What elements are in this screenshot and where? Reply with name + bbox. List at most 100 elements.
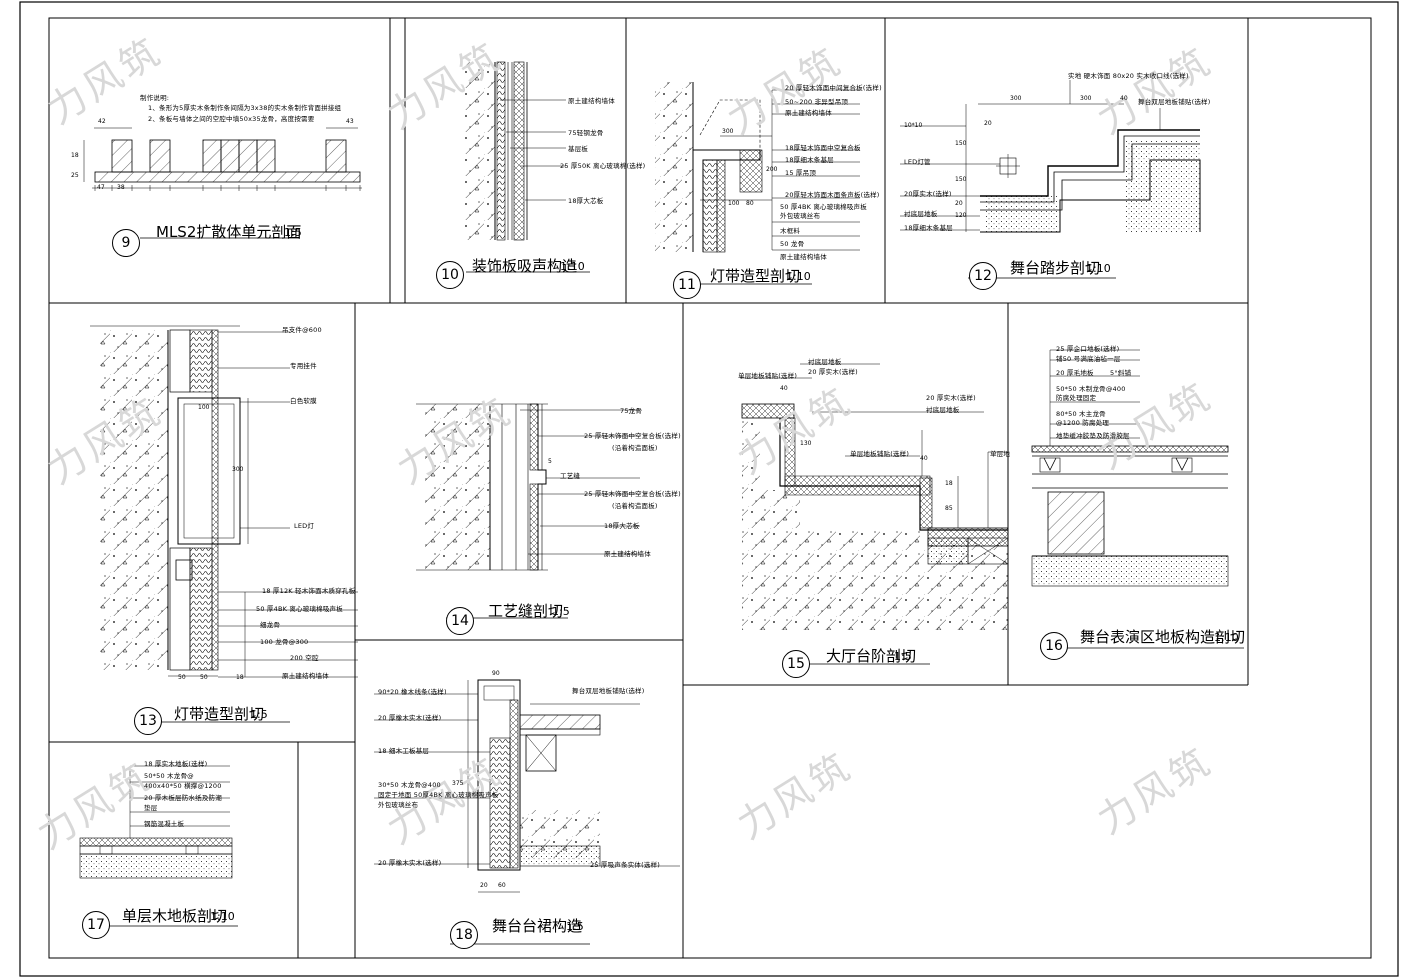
- note-line: 单层地板铺贴(选样): [850, 450, 910, 458]
- note-line: 20 厚木板层防水纸及防潮: [144, 794, 222, 802]
- detail-number: 15: [782, 650, 810, 678]
- detail-title: 舞台台裙构造: [492, 917, 583, 935]
- dimension-label: 5: [548, 458, 552, 465]
- note-line: 工艺缝: [560, 472, 581, 480]
- dimension-label: 150: [955, 140, 967, 147]
- note-line: 50*50 木制龙骨@400: [1056, 385, 1126, 393]
- note-line: 20厚实木(选样): [904, 190, 952, 198]
- note-line: 25 厚轻木饰面中空复合板(选样): [584, 432, 681, 440]
- note-line: 18 厚实木地板(选样): [144, 760, 208, 768]
- dimension-label: 300: [232, 466, 244, 473]
- dimension-label: 100: [198, 404, 210, 411]
- note-line: 钢筋混凝土板: [144, 820, 185, 828]
- detail-16-drawing: [1031, 349, 1244, 649]
- detail-scale: 1:10: [560, 260, 585, 273]
- dimension-label: 130: [800, 440, 812, 447]
- note-line: 衬底层地板: [808, 358, 842, 366]
- detail-title: MLS2扩散体单元剖面: [156, 223, 302, 241]
- detail-scale: 1:10: [1214, 631, 1239, 644]
- detail-title: 大厅台阶剖切: [826, 647, 917, 665]
- dimension-label: 40: [780, 385, 788, 392]
- note-line: 25 厚轻木饰面中空复合板(选样): [584, 490, 681, 498]
- dimension-label: 40: [1120, 95, 1128, 102]
- dimension-label: 18: [71, 152, 79, 159]
- note-line: 50 厚4BK 离心玻璃棉吸声板: [780, 203, 867, 211]
- detail-number: 14: [446, 607, 474, 635]
- detail-9-drawing: [83, 127, 362, 239]
- detail-10-drawing: [465, 61, 590, 273]
- note-line: 白色软膜: [290, 397, 317, 405]
- detail-scale: 1:10: [786, 270, 811, 283]
- detail-scale: 1:10: [1086, 262, 1111, 275]
- note-line: LED灯: [294, 522, 315, 530]
- dimension-label: 375: [452, 780, 464, 787]
- detail-number: 10: [436, 261, 464, 289]
- panel-grid: [49, 18, 1249, 958]
- dimension-label: 40: [920, 455, 928, 462]
- note-line: 5°斜铺: [1110, 369, 1132, 377]
- note-line: 20厚轻木饰面木面条声板(选样): [785, 191, 880, 199]
- note-line: 基层板: [568, 145, 589, 153]
- note-line: 100 龙骨@300: [260, 638, 309, 646]
- note-line: (沿着构造面板): [612, 444, 658, 452]
- note-line: 单层地: [990, 450, 1011, 458]
- note-line: 木框料: [780, 227, 801, 235]
- dimension-label: 25: [71, 172, 79, 179]
- dimension-label: 50: [178, 674, 186, 681]
- dimension-label: 20: [480, 882, 488, 889]
- dimension-label: 38: [117, 184, 125, 191]
- dimension-label: 150: [955, 176, 967, 183]
- detail-title: 舞台踏步剖切: [1010, 259, 1101, 277]
- detail-title: 灯带造型剖切: [174, 705, 265, 723]
- note-line: 15 厚吊顶: [785, 169, 817, 177]
- note-line: 垫层: [144, 804, 158, 812]
- note-line: 18厚细木条基层: [904, 224, 953, 232]
- note-line: 50 龙骨: [780, 240, 805, 248]
- dimension-label: 18: [236, 674, 244, 681]
- detail-scale: 1:5: [566, 920, 584, 933]
- note-line: 2、条板与墙体之间的空腔中填50x35龙骨，高度按需要: [148, 115, 315, 123]
- note-line: 单层地板铺贴(选样): [738, 372, 798, 380]
- dimension-label: 42: [98, 118, 106, 125]
- detail-title: 装饰板吸声构造: [472, 257, 578, 275]
- note-line: 外包玻璃丝布: [378, 801, 419, 809]
- dimension-label: 300: [1080, 95, 1092, 102]
- detail-11-drawing: [655, 82, 860, 285]
- note-line: 30*50 木龙骨@400: [378, 781, 441, 789]
- note-line: 吊支件@600: [282, 326, 322, 334]
- note-line: 地垫缓冲胶垫及防滑胶层: [1056, 432, 1130, 440]
- note-line: 20 厚橡木实木(选样): [378, 859, 442, 867]
- note-line: 铺50 号满底油毡一层: [1056, 355, 1121, 363]
- detail-number: 18: [450, 921, 478, 949]
- note-line: 90*20 橡木线条(选样): [378, 688, 447, 696]
- note-line: 20 厚轻木饰面中间复合板(选样): [785, 84, 882, 92]
- note-line: 20 厚橡木实木(选样): [378, 714, 442, 722]
- note-line: 原土建结构墙体: [568, 97, 615, 105]
- detail-scale: 1:5: [894, 650, 912, 663]
- note-line: 固定于地面 50厚4BK 离心玻璃棉吸声板: [378, 791, 499, 799]
- detail-number: 12: [969, 262, 997, 290]
- note-line: 专用挂件: [290, 362, 317, 370]
- detail-number: 13: [134, 707, 162, 735]
- dimension-label: 47: [97, 184, 105, 191]
- dimension-label: 120: [955, 212, 967, 219]
- dimension-label: 20: [984, 120, 992, 127]
- note-line: 外包玻璃丝布: [780, 212, 821, 220]
- dimension-label: 60: [498, 882, 506, 889]
- detail-scale: 1:5: [284, 226, 302, 239]
- note-line: 原土建结构墙体: [785, 109, 832, 117]
- note-line: 衬底层地板: [926, 406, 960, 414]
- note-line: @1200 防腐处理: [1056, 419, 1110, 427]
- detail-title: 灯带造型剖切: [710, 267, 801, 285]
- note-line: 原土建结构墙体: [780, 253, 827, 261]
- note-line: 原土建结构墙体: [604, 550, 651, 558]
- detail-12-drawing: [900, 80, 1201, 279]
- detail-scale: 1:5: [552, 605, 570, 618]
- note-line: 舞台双层地板铺贴(选样): [1138, 98, 1211, 106]
- note-line: 25 厚企口地板(选样): [1056, 345, 1120, 353]
- note-line: 50*50 木龙骨@: [144, 772, 194, 780]
- note-line: 200 空腔: [290, 654, 319, 662]
- note-line: 80*50 木主龙骨: [1056, 410, 1106, 418]
- note-line: 25 厚吸声条实体(选样): [590, 861, 661, 869]
